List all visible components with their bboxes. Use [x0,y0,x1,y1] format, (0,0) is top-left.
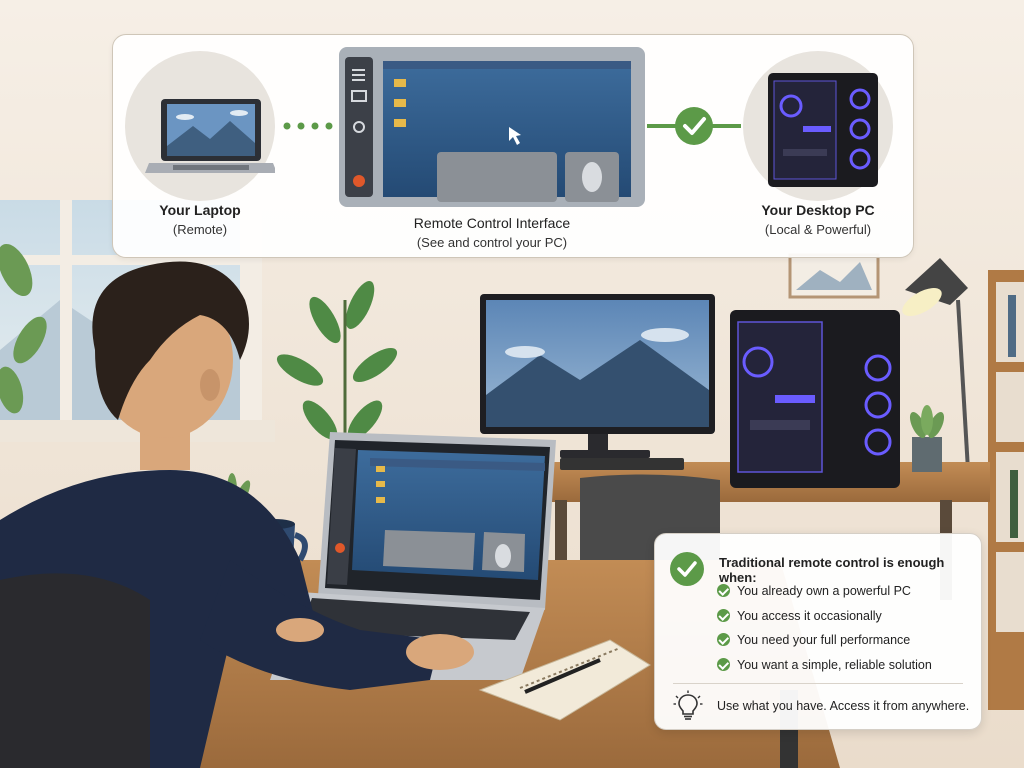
tip-text: Use what you have. Access it from anywhe… [717,699,970,713]
check-icon [717,609,730,622]
dotted-connector [283,122,333,130]
desktop-label: Your Desktop PC [761,202,875,218]
desktop-sublabel: (Local & Powerful) [764,222,872,237]
list-item: You need your full performance [717,633,910,647]
list-item-text: You access it occasionally [737,609,882,623]
info-title: Traditional remote control is enough whe… [719,555,945,585]
laptop-circle [125,51,277,201]
desktop-pc-circle [743,51,893,201]
list-item-text: You already own a powerful PC [737,584,911,598]
list-item: You access it occasionally [717,609,882,623]
desktop-monitor [480,294,715,470]
desktop-pc-tower [730,310,900,488]
check-icon [717,584,730,597]
info-card: Traditional remote control is enough whe… [654,533,982,730]
check-badge-icon [670,552,704,586]
remote-control-diagram: Your Laptop (Remote) Remote Control Inte… [112,34,914,258]
list-item-text: You need your full performance [737,633,911,647]
interface-label: Remote Control Interface [413,215,571,231]
bookshelf [988,270,1024,710]
interface-sublabel: (See and control your PC) [416,235,568,250]
list-item-text: You want a simple, reliable solution [737,658,932,672]
laptop-sublabel: (Remote) [172,222,228,237]
connection-check [647,107,741,145]
laptop-icon [145,99,277,173]
laptop-label: Your Laptop [159,202,241,218]
lightbulb-icon [673,690,703,720]
check-icon [717,658,730,671]
list-item: You want a simple, reliable solution [717,658,932,672]
remote-interface-mockup [339,47,645,207]
notebook [478,639,651,721]
desktop-pc-icon [768,73,878,187]
list-item: You already own a powerful PC [717,584,911,598]
divider [673,683,963,684]
check-icon [717,633,730,646]
